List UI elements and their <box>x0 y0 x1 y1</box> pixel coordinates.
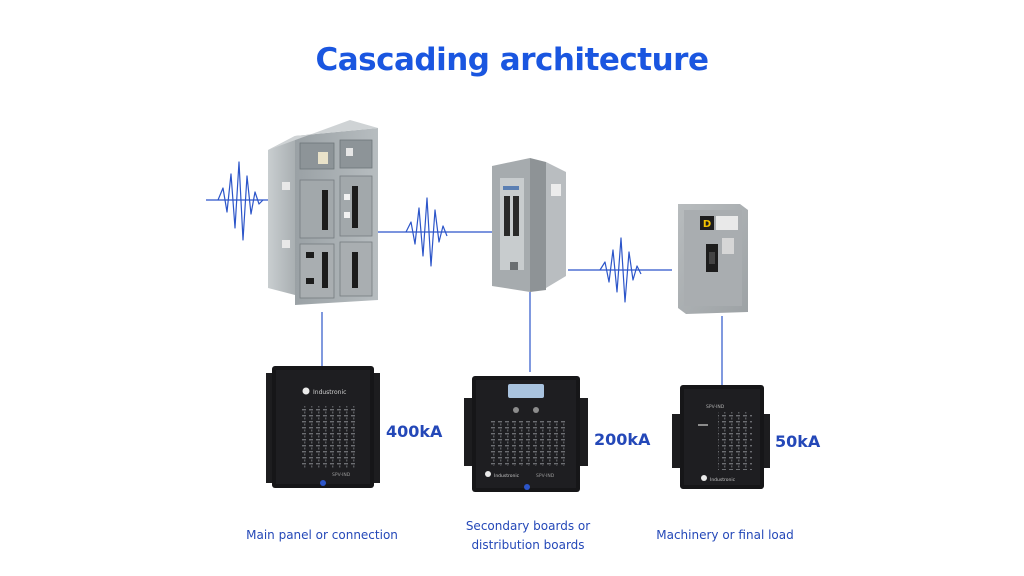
spd-brand-label: Industronic <box>710 477 736 483</box>
caption-main-panel: Main panel or connection <box>232 526 412 545</box>
caption-line: Machinery or final load <box>656 528 794 542</box>
spd-unit-200ka: Industronic SPV-IND <box>464 376 588 492</box>
final-load-box-image: D <box>678 204 748 314</box>
caption-line: Secondary boards or <box>465 519 591 533</box>
rating-label-200ka: 200kA <box>594 430 651 449</box>
surge-waveform-icon <box>217 161 264 241</box>
caption-secondary-boards: Secondary boards or distribution boards <box>448 517 608 555</box>
spd-unit-400ka: Industronic SPV-IND <box>266 366 380 488</box>
spd-model-label: SPV-IND <box>332 472 351 478</box>
caption-line: distribution boards <box>471 538 585 552</box>
spd-model-label: SPV-IND <box>536 473 555 479</box>
page-title: Cascading architecture <box>315 42 709 78</box>
rating-label-400ka: 400kA <box>386 422 443 441</box>
surge-waveform-icon <box>599 237 642 303</box>
distribution-board-image <box>492 158 566 292</box>
main-switchboard-image <box>268 120 378 305</box>
svg-text:D: D <box>703 219 711 230</box>
spd-model-label: SPV-IND <box>706 404 725 410</box>
spd-brand-label: Industronic <box>313 389 346 396</box>
rating-label-50ka: 50kA <box>775 432 821 451</box>
caption-line: Main panel or connection <box>246 528 398 542</box>
spd-brand-label: Industronic <box>494 473 520 479</box>
caption-final-load: Machinery or final load <box>640 526 810 545</box>
surge-waveform-icon <box>405 197 448 267</box>
spd-unit-50ka: SPV-IND Industronic <box>672 385 770 489</box>
